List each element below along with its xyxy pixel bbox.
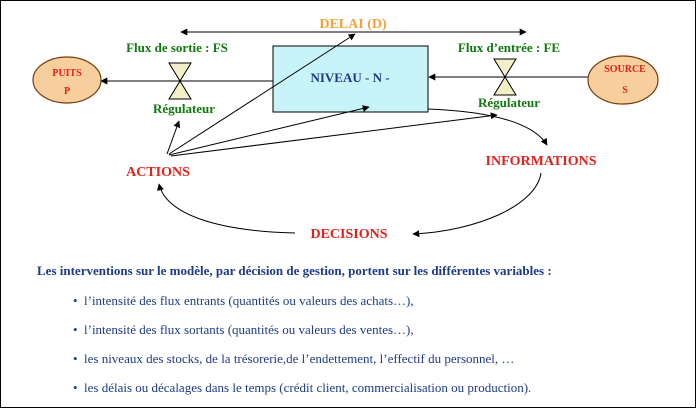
actions-label: ACTIONS bbox=[126, 165, 190, 180]
decisions-label: DECISIONS bbox=[310, 227, 387, 242]
puits-label: PUITS bbox=[52, 68, 82, 79]
informations-arrow bbox=[427, 108, 548, 146]
bullet-symbol: • bbox=[73, 351, 78, 366]
bullet-symbol: • bbox=[73, 293, 78, 308]
actions-arrow bbox=[157, 183, 296, 234]
flux-sortie-label: Flux de sortie : FS bbox=[126, 40, 228, 55]
puits-node: PUITS P bbox=[32, 56, 102, 104]
list-item-text: les délais ou décalages dans le temps (c… bbox=[84, 380, 532, 395]
informations-label: INFORMATIONS bbox=[486, 154, 597, 169]
list-item: • les niveaux des stocks, de la trésoreri… bbox=[73, 351, 531, 380]
source-label-letter: S bbox=[622, 85, 628, 96]
intro-text: Les interventions sur le modèle, par déc… bbox=[37, 263, 552, 278]
variables-list: • l’intensité des flux entrants (quantité… bbox=[73, 293, 532, 407]
regulateur-left-label: Régulateur bbox=[153, 101, 215, 116]
regulateur-left-valve bbox=[168, 62, 192, 100]
list-item: • l’intensité des flux sortants (quantité… bbox=[73, 322, 531, 351]
list-item-text: les niveaux des stocks, de la trésorerie… bbox=[84, 351, 515, 366]
niveau-node: NIVEAU - N - bbox=[272, 45, 429, 113]
bullet-symbol: • bbox=[73, 322, 78, 337]
niveau-label: NIVEAU - N - bbox=[310, 70, 389, 85]
source-node: SOURCE S bbox=[587, 55, 659, 105]
list-item: • les délais ou décalages dans le temps (… bbox=[73, 380, 532, 407]
list-item-text: l’intensité des flux entrants (quantités… bbox=[84, 293, 414, 308]
decisions-arrow bbox=[412, 172, 542, 238]
list-item: • l’intensité des flux entrants (quantité… bbox=[73, 293, 531, 322]
bullet-symbol: • bbox=[73, 380, 78, 395]
regulateur-right-valve bbox=[493, 58, 517, 96]
delai-label: DELAI (D) bbox=[319, 17, 387, 32]
regulateur-right-label: Régulateur bbox=[478, 95, 540, 110]
action-arrows bbox=[166, 33, 498, 157]
source-label: SOURCE bbox=[604, 64, 646, 75]
flux-entree-label: Flux d’entrée : FE bbox=[458, 40, 560, 55]
puits-label-letter: P bbox=[64, 86, 70, 97]
list-item-text: l’intensité des flux sortants (quantités… bbox=[84, 322, 414, 337]
